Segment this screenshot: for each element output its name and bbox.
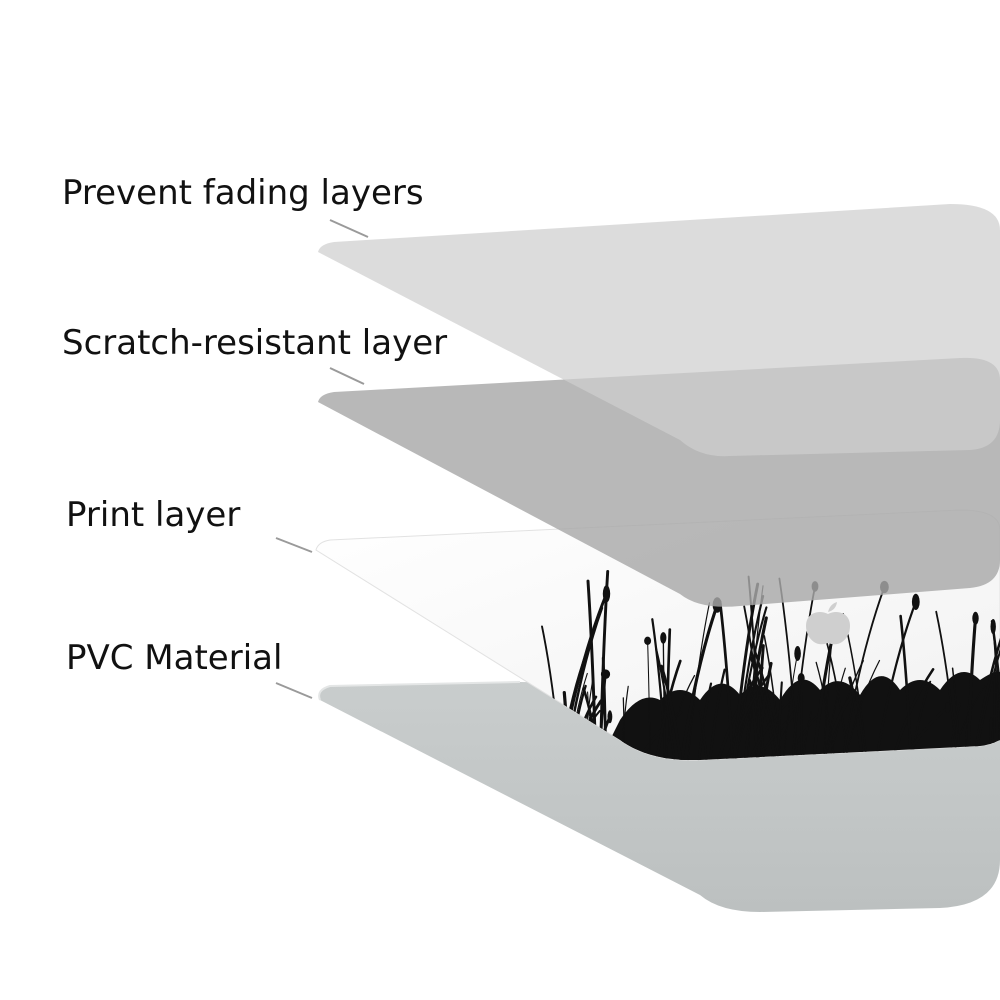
grass-blade [966,616,978,761]
grass-blade [680,603,719,761]
grass-blade [972,625,1000,761]
grass-seed-head [990,619,996,635]
grass-blade [734,595,765,761]
grass-blade [935,610,959,761]
grass-blade [655,647,676,761]
label-scratch-resistant-layer: Scratch-resistant layer [62,323,448,363]
grass-blade [660,664,683,761]
grass-blade [662,674,696,761]
grass-blade [725,674,770,761]
grass-blade [743,605,766,761]
grass-blade [718,600,734,761]
leader-line-pvc [275,682,313,699]
grass-seed-head [972,611,979,625]
grass-blade [783,652,799,761]
grass-blade [730,705,744,761]
grass-seed-head [911,593,920,611]
apple-logo-icon [806,602,850,645]
leader-line-prevent-fading [329,219,369,238]
grass-seed-head [644,636,652,645]
grass-blade [899,614,913,761]
leader-line-print [275,537,313,553]
grass-blade [844,659,881,761]
grass-blade [974,605,1000,761]
grass-blade [743,616,768,761]
grass-blade [756,661,773,761]
grass-seed-head [794,646,801,661]
grass-seed-head [607,710,613,724]
leader-line-scratch-resistant [329,367,365,385]
pvc-material-edge [318,681,521,701]
grass-seed-head [945,702,951,713]
label-pvc-material: PVC Material [66,638,283,678]
grass-blade [698,710,708,761]
grass-blade [708,668,726,761]
label-prevent-fading-layers: Prevent fading layers [62,173,424,213]
label-print-layer: Print layer [66,495,241,535]
grass-blade [841,586,886,761]
grass-blade [697,682,713,761]
grass-blade [753,650,781,761]
grass-blade [875,600,917,761]
prevent-fading-layer [318,204,1000,457]
grass-seed-head [602,585,611,603]
grass-blade [848,676,864,761]
grass-blade [891,668,935,761]
grass-blade [748,700,790,761]
grass-blade [821,698,851,761]
grass-blade [647,640,651,761]
grass-blade [791,585,816,761]
grass-blade [825,667,846,761]
grass-seed-head [660,632,667,644]
